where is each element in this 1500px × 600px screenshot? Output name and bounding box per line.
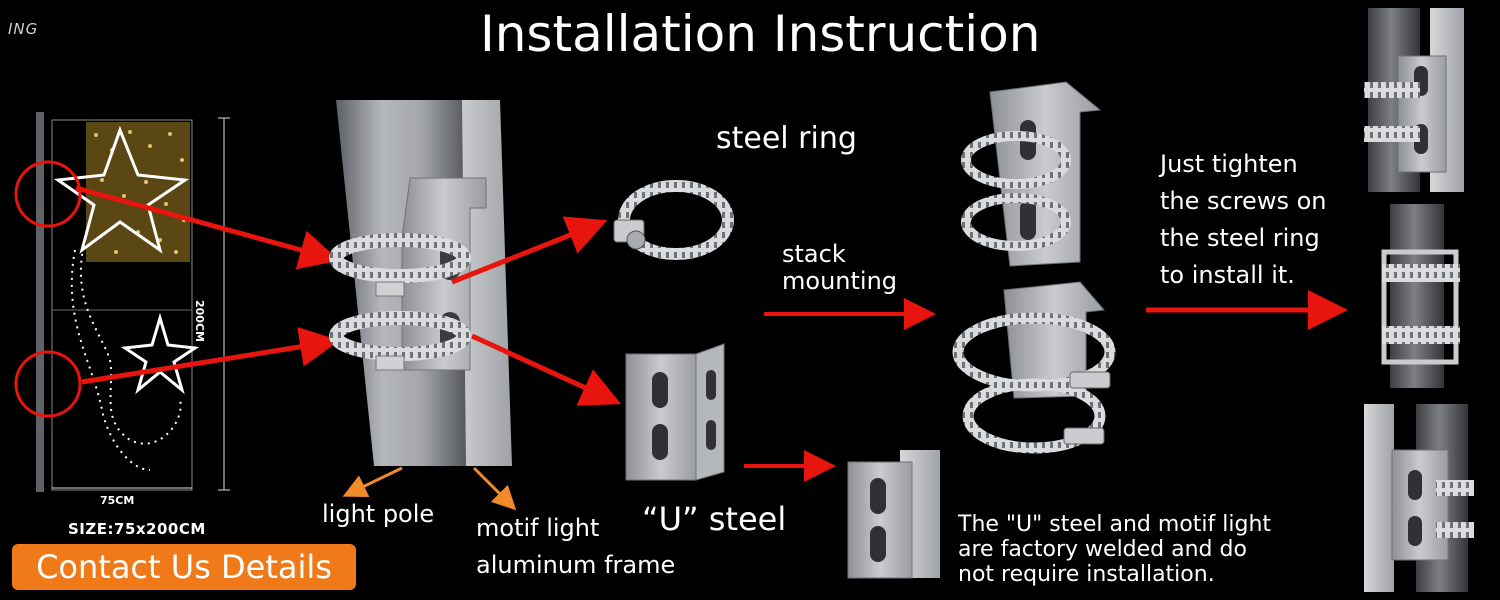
bracket-stack-exploded-image (952, 281, 1116, 454)
installed-view-1 (1364, 8, 1464, 192)
arrow-to-light-pole-label (342, 466, 403, 498)
stack-mounting-label-line1: stack (782, 240, 846, 268)
note-line: are factory welded and do (958, 537, 1247, 562)
mounting-point-circle-bottom (14, 350, 82, 418)
product-pole (36, 112, 44, 492)
motif-frame-label-line2: aluminum frame (476, 551, 676, 579)
steel-ring-lower (329, 311, 471, 361)
small-star-outline (120, 312, 200, 395)
install-step-line: the steel ring (1160, 224, 1320, 252)
install-step-line: the screws on (1160, 187, 1327, 215)
width-dimension-label: 75CM (100, 494, 135, 507)
size-label: SIZE:75x200CM (68, 520, 206, 538)
pole-assembly-image (329, 100, 512, 466)
welded-u-steel-image (847, 450, 940, 579)
brand-watermark: ING (8, 20, 39, 38)
install-step-line: to install it. (1160, 261, 1295, 289)
steel-ring-label: steel ring (716, 121, 857, 156)
light-pole-label: light pole (322, 500, 435, 528)
mounting-point-circle-top (14, 160, 82, 228)
stack-mounting-label-line2: mounting (782, 267, 898, 295)
steel-ring-upper (329, 233, 471, 283)
arrow-to-steel-ring (451, 216, 608, 285)
gold-sparkle-panel (86, 122, 190, 262)
arrow-to-u-steel (470, 333, 622, 406)
installed-view-2 (1381, 204, 1460, 388)
factory-welded-note: The "U" steel and motif light are factor… (958, 512, 1271, 587)
u-steel-part-image (625, 343, 725, 481)
page-title: Installation Instruction (480, 5, 1041, 63)
u-steel-label: “U” steel (642, 500, 787, 538)
install-steps-text: Just tighten the screws on the steel rin… (1160, 146, 1326, 294)
motif-frame-label-line1: motif light (476, 514, 600, 542)
arrow-top-mount (75, 185, 340, 270)
bracket-with-rings-image (961, 81, 1102, 267)
large-star-outline (53, 125, 190, 254)
installed-view-3 (1364, 404, 1474, 592)
arrow-to-frame-label (472, 466, 517, 511)
contact-us-button[interactable]: Contact Us Details (12, 544, 356, 590)
steel-ring-part-image (613, 180, 734, 260)
height-dimension-label: 200CM (193, 300, 206, 342)
note-line: The "U" steel and motif light (958, 512, 1272, 537)
arrow-bottom-mount (81, 327, 340, 385)
note-line: not require installation. (958, 562, 1215, 587)
product-frame-outline (51, 119, 193, 491)
install-step-line: Just tighten (1160, 150, 1298, 178)
